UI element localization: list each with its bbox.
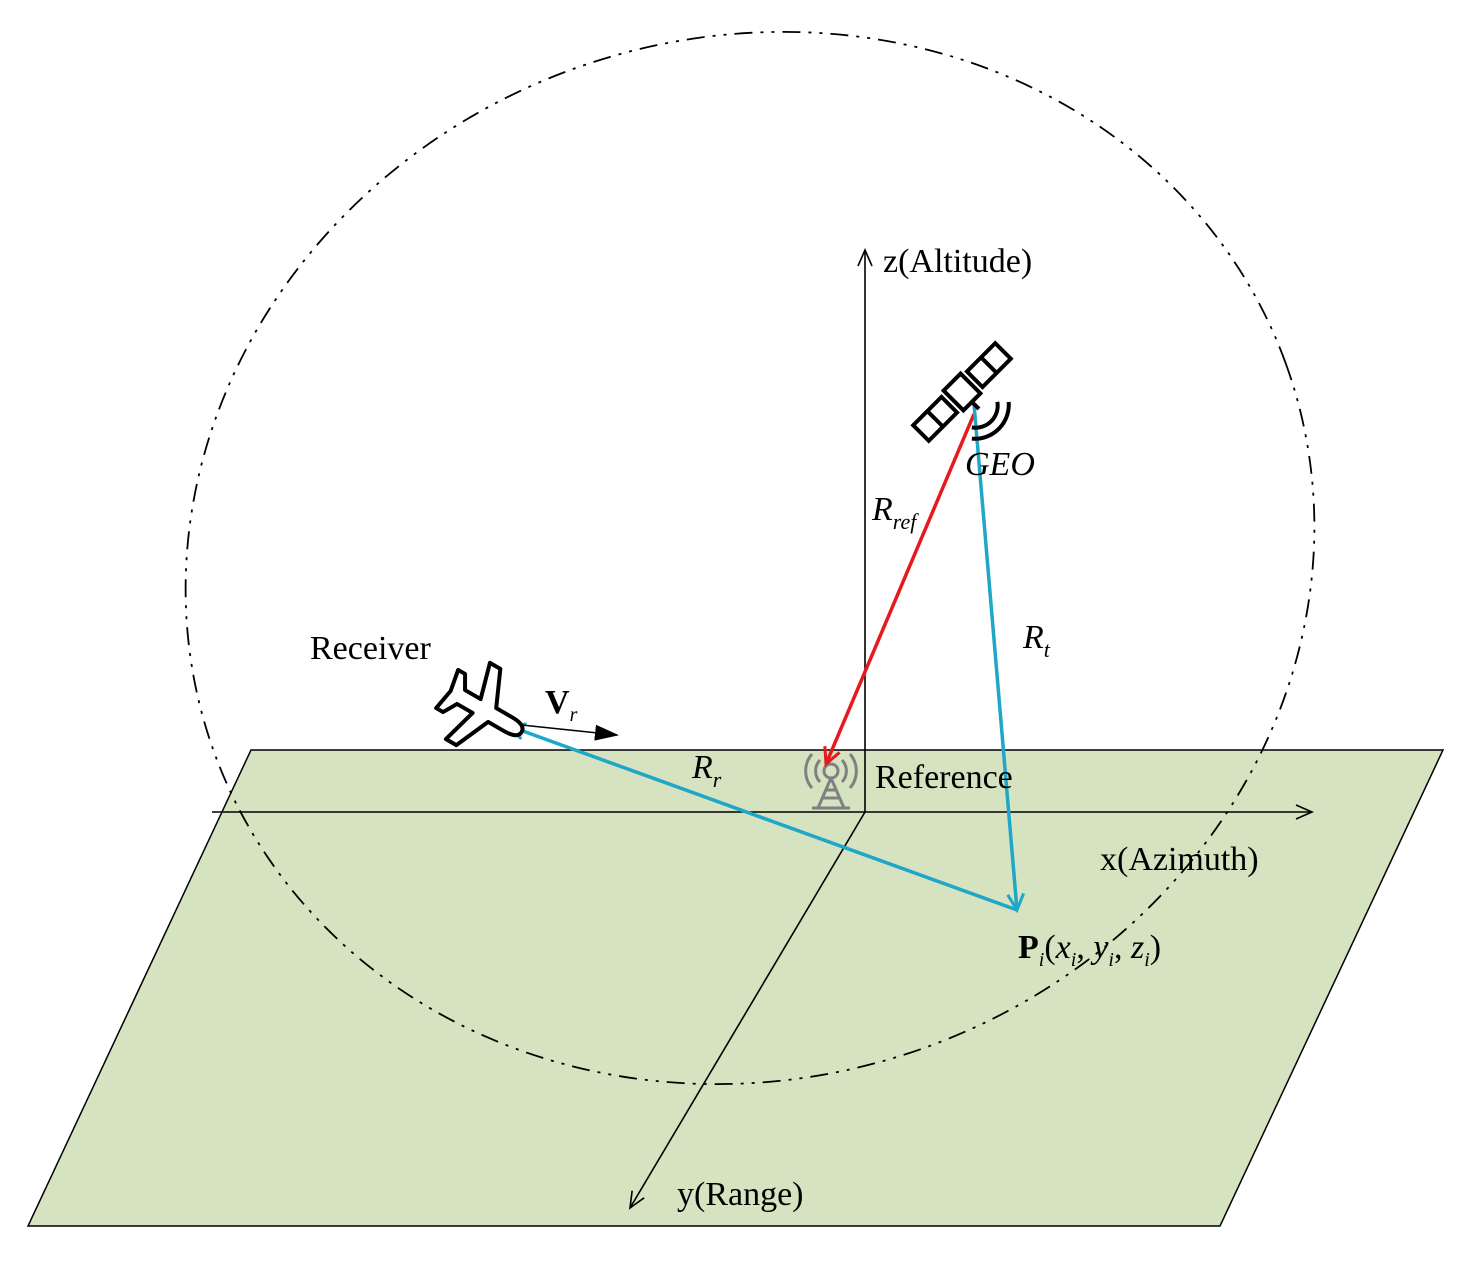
z-axis-label: z(Altitude) (883, 243, 1032, 280)
target-point-label: Pi(xi, yi, zi) (1018, 929, 1161, 971)
r-r-label: Rr (691, 749, 722, 792)
point-x: x (1055, 929, 1071, 966)
transmitter-target-ray (972, 403, 1026, 914)
point-comma1: , (1076, 929, 1093, 966)
r-r-sub: r (713, 767, 722, 792)
point-open: ( (1044, 929, 1055, 966)
point-x-sub: i (1071, 949, 1077, 971)
r-t-label: Rt (1022, 619, 1051, 662)
reference-ray (823, 413, 976, 768)
velocity-label-main: V (545, 684, 570, 721)
beam-ellipse (184, 31, 1316, 1085)
satellite-icon (910, 340, 1014, 444)
airplane-icon (434, 660, 525, 748)
radio-tower-icon (804, 753, 858, 810)
r-t-sub: t (1044, 637, 1051, 662)
r-ref-sub: ref (893, 509, 920, 534)
y-axis (628, 811, 866, 1210)
point-comma2: , (1114, 929, 1131, 966)
point-z-sub: i (1144, 949, 1150, 971)
r-ref-label: Rref (871, 491, 919, 534)
y-axis-label: y(Range) (677, 1176, 804, 1213)
receiver-label: Receiver (310, 630, 431, 667)
point-main: P (1018, 929, 1039, 966)
geo-label: GEO (965, 446, 1035, 483)
r-t-main: R (1022, 619, 1044, 656)
point-sub: i (1039, 949, 1045, 971)
reference-label: Reference (875, 759, 1013, 796)
point-y: y (1090, 929, 1109, 966)
point-close: ) (1150, 929, 1161, 966)
velocity-label-sub: r (570, 704, 578, 726)
r-ref-main: R (871, 491, 893, 528)
point-z: z (1130, 929, 1144, 966)
point-y-sub: i (1108, 949, 1114, 971)
x-axis-label: x(Azimuth) (1100, 841, 1259, 878)
velocity-vector (511, 723, 619, 741)
ground-plane (26, 749, 1445, 1227)
target-receiver-ray (505, 722, 1018, 912)
velocity-label: Vr (545, 684, 578, 726)
r-r-main: R (691, 749, 713, 786)
